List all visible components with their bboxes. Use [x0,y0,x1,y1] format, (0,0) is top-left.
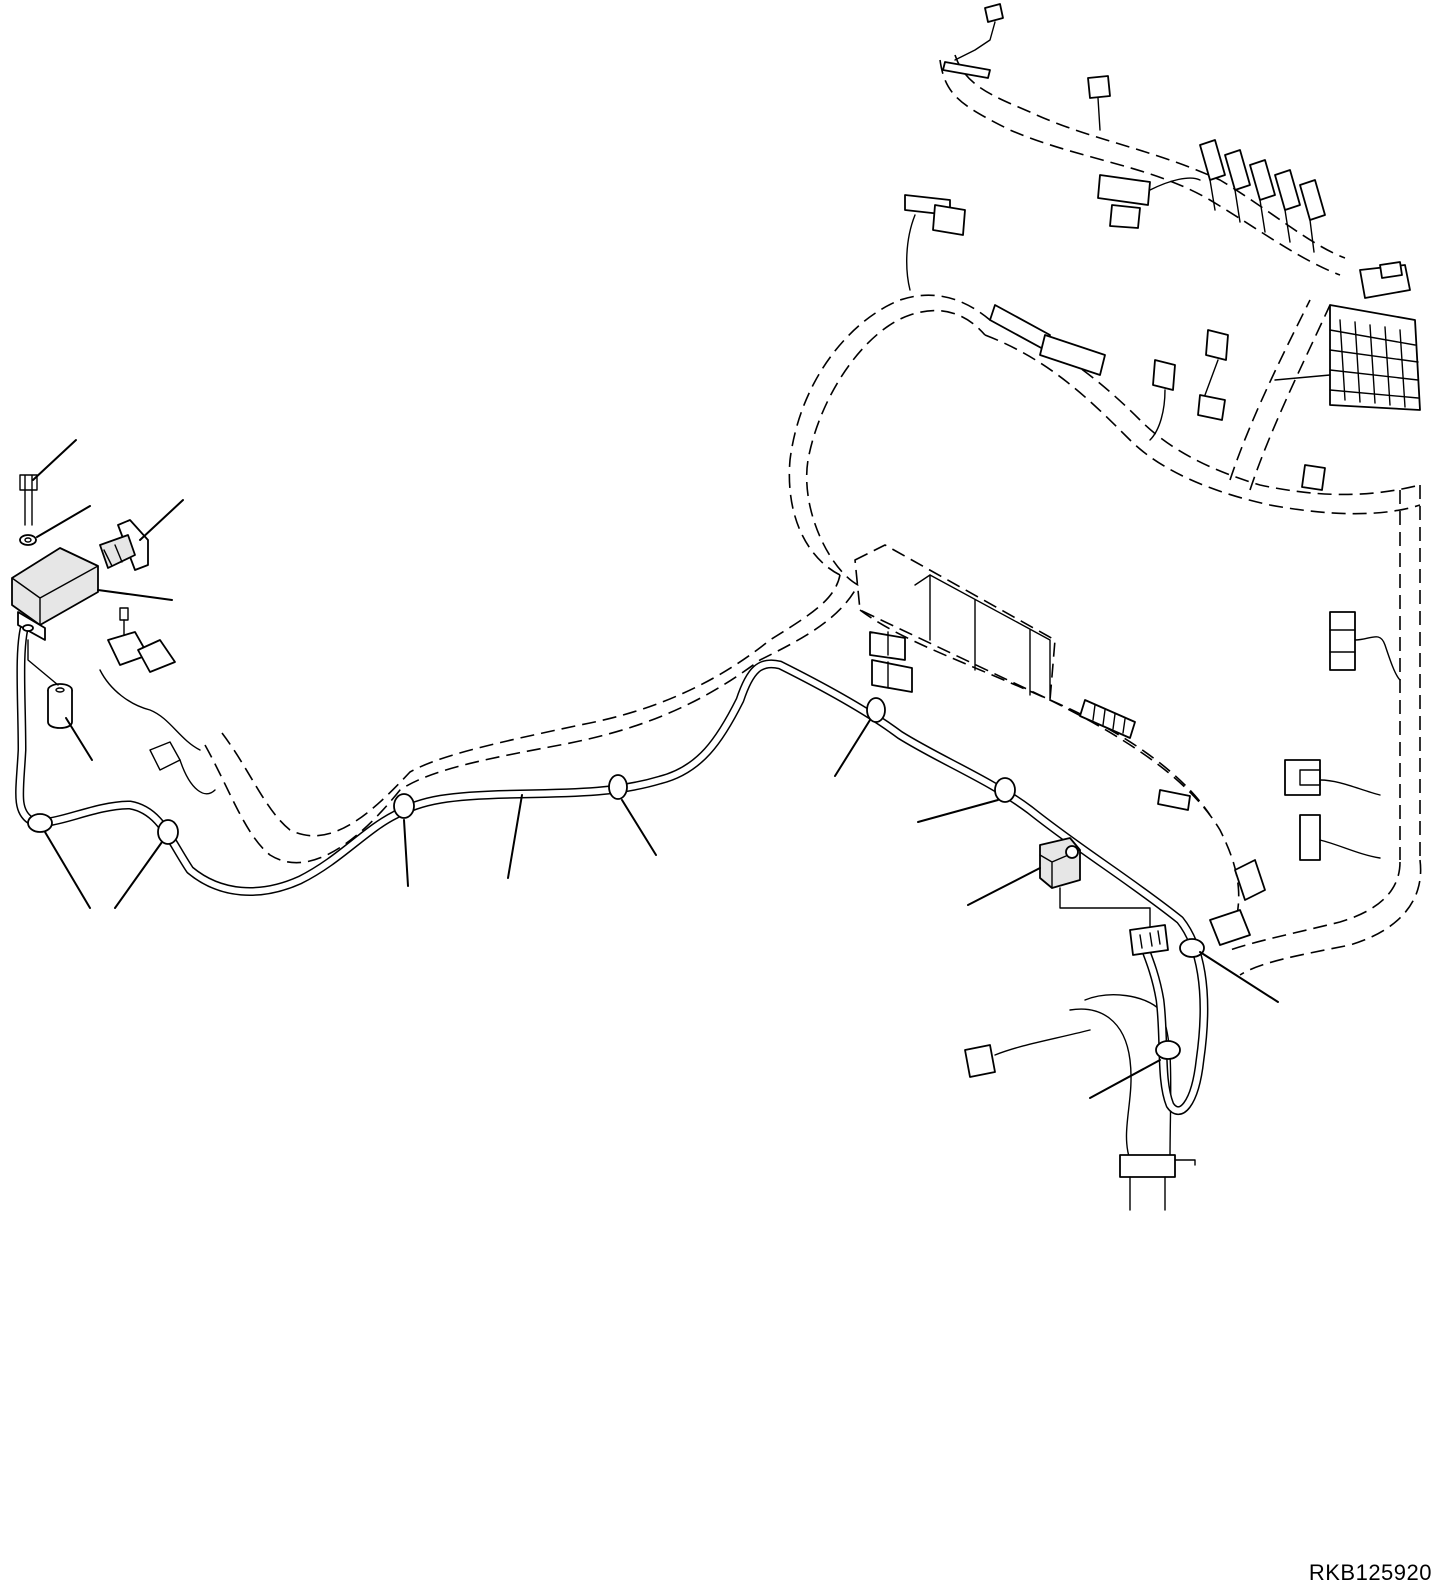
leader-clamp-h [1089,1059,1161,1099]
leader-relay [97,589,173,601]
drawing-number: RKB125920 [1308,1560,1432,1585]
leader-clamp-a [44,831,91,909]
left-connector-cluster [99,607,216,795]
top-connectors [942,3,1421,411]
leader-flasher [967,867,1041,906]
solid-harness [15,620,1209,1115]
leader-bolt [32,439,77,481]
mid-connectors [904,194,1326,491]
flasher-unit [964,837,1169,1078]
right-connectors [1209,611,1401,946]
leader-socket [139,499,184,541]
leader-clamp-b [114,841,163,909]
leader-clamp-d [621,799,657,856]
main-harness-dashed [204,54,1422,976]
center-relay-block [869,574,1191,811]
leader-harness [507,794,523,879]
leader-clamp-c [403,819,409,887]
leader-clamp-g [1199,951,1279,1003]
leader-lines [32,439,1279,1099]
leader-clamp-f [917,799,999,823]
leader-clamp-e [834,719,871,777]
lower-pipe [1069,994,1196,1211]
relay-assembly [11,474,149,729]
leader-spacer [65,717,93,761]
harness-clamps [27,697,1205,1060]
leader-washer [36,505,91,538]
